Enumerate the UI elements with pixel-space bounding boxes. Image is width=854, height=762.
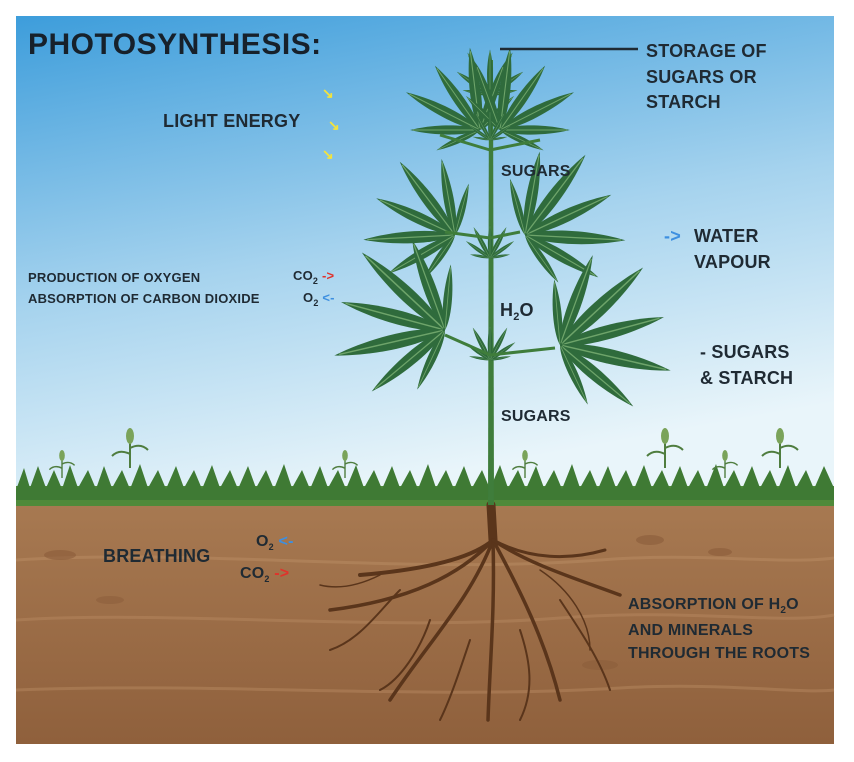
light-arrow-icon: ↘: [322, 146, 334, 162]
h2o-subscript: 2: [513, 311, 520, 323]
co2-subscript: 2: [264, 574, 270, 584]
diagram-title: PHOTOSYNTHESIS:: [28, 28, 322, 61]
root-absorption-text: ABSORPTION OF H: [628, 596, 781, 613]
o2-subscript: 2: [268, 542, 274, 552]
label-sugars-bottom: SUGARS: [501, 408, 571, 425]
o2-formula: O: [303, 290, 314, 305]
label-storage-sugars-starch: STORAGE OF SUGARS OR STARCH: [646, 41, 767, 113]
label-sugars-starch: - SUGARS & STARCH: [700, 342, 794, 388]
arrow-out-icon: ->: [274, 565, 290, 582]
roots: [319, 500, 622, 722]
label-breathing: BREATHING: [103, 546, 211, 566]
o2-subscript: 2: [313, 298, 319, 308]
light-arrow-icon: ↘: [322, 85, 334, 101]
root-absorption-line-1: ABSORPTION OF H2O: [628, 593, 810, 619]
label-absorption-co2: ABSORPTION OF CARBON DIOXIDE: [28, 291, 260, 306]
root-absorption-o: O: [786, 596, 799, 613]
sky: [16, 16, 834, 506]
label-sugars-top: SUGARS: [501, 163, 571, 180]
water-vapour-arrow: ->: [664, 226, 681, 247]
h2o-o: O: [519, 300, 534, 320]
arrow-in-icon: <-: [322, 290, 335, 305]
root-absorption-line-3: THROUGH THE ROOTS: [628, 644, 811, 662]
label-light-energy: LIGHT ENERGY: [163, 111, 301, 131]
label-water-vapour: WATER VAPOUR: [694, 226, 771, 272]
arrow-in-icon: <-: [278, 533, 294, 550]
co2-subscript: 2: [312, 276, 319, 286]
h2o-subscript: 2: [780, 605, 787, 616]
label-root-absorption: ABSORPTION OF H2O AND MINERALS THROUGH T…: [628, 593, 810, 665]
co2-formula: CO: [293, 268, 313, 283]
label-h2o: H2O: [500, 300, 534, 323]
arrow-out-icon: ->: [664, 226, 681, 246]
leaf-co2-row: CO2 ->: [293, 268, 334, 286]
grass: [16, 427, 834, 506]
plant-leaves: [320, 31, 685, 425]
soil: [16, 496, 834, 744]
stem: [488, 60, 494, 505]
root-absorption-line-2: AND MINERALS: [628, 621, 754, 639]
root-o2-row: O2 <-: [256, 533, 294, 552]
arrow-out-icon: ->: [321, 268, 335, 283]
leaf-o2-row: O2 <-: [303, 290, 335, 308]
light-arrow-icon: ↘: [328, 117, 340, 133]
label-production-oxygen: PRODUCTION OF OXYGEN: [28, 270, 201, 285]
o2-formula: O: [256, 533, 269, 550]
root-co2-row: CO2 ->: [240, 565, 289, 584]
h2o-h: H: [500, 300, 514, 320]
co2-formula: CO: [240, 565, 265, 582]
